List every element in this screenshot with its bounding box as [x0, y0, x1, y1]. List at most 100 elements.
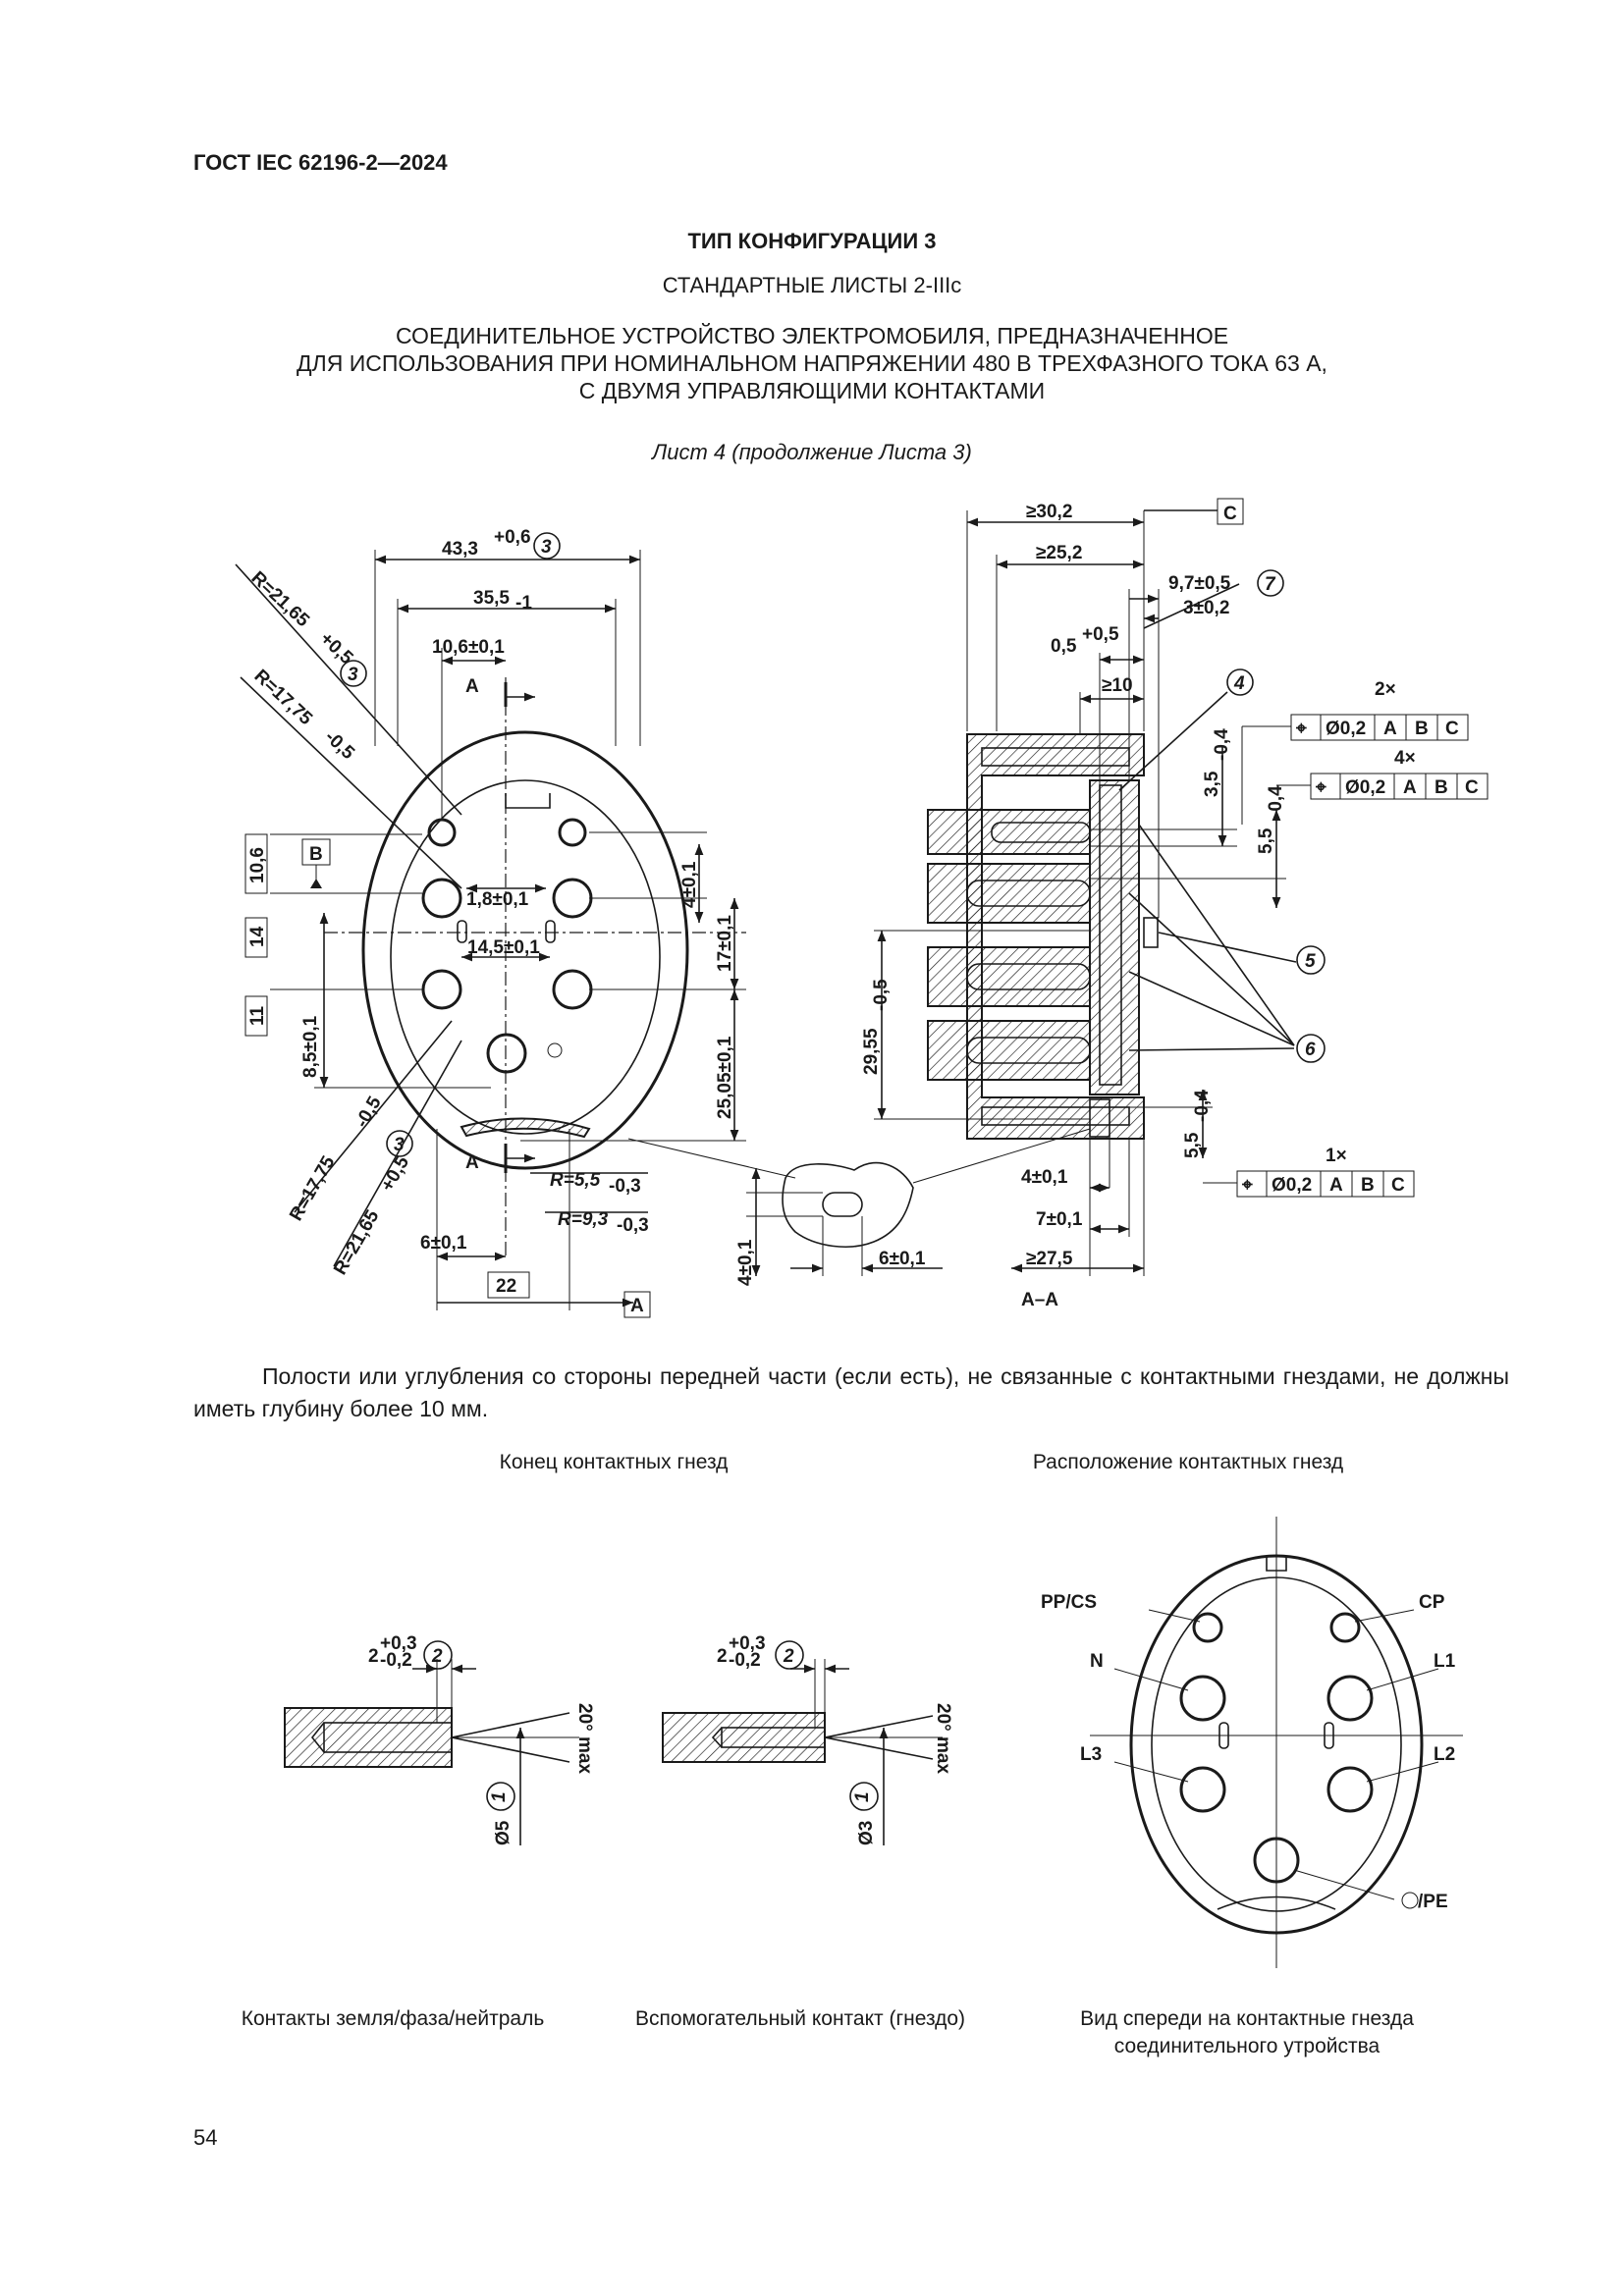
- tol-frame-1x: [1203, 1170, 1415, 1198]
- dim-6-detail: 6±0,1: [879, 1249, 926, 1269]
- dim-0-5-tol: +0,5: [1082, 624, 1119, 645]
- dim-5-5-bottom: 5,5: [1182, 1132, 1203, 1158]
- dim-10: ≥10: [1102, 675, 1133, 696]
- dim-r21-65-bottom: R=21,65: [330, 1206, 384, 1279]
- tol-c-1x: C: [1391, 1175, 1405, 1196]
- caption-pin-aux: Вспомогательный контакт (гнездо): [634, 2007, 966, 2030]
- hole-pe: [486, 1033, 527, 1074]
- outer-oval: [361, 730, 689, 1170]
- dim-r17-75-bottom: R=17,75: [286, 1152, 340, 1225]
- dim-3-5-tol: -0,4: [1212, 728, 1232, 761]
- sheet-number: Лист 4 (продолжение Листа 3): [652, 440, 972, 464]
- tol-frame-2x: [1241, 714, 1469, 825]
- section-a-top: A: [465, 676, 479, 697]
- dim-r17-75-top: R=17,75: [250, 666, 317, 729]
- pin1-callout-2: 2: [431, 1646, 443, 1667]
- earth-mark-icon: [547, 1042, 563, 1058]
- datum-c: C: [1223, 504, 1237, 524]
- callout-7: 7: [1265, 574, 1276, 595]
- callout-3-left: 3: [348, 665, 358, 685]
- dim-25-2: ≥25,2: [1036, 543, 1082, 563]
- pin1-dia: Ø5: [493, 1820, 514, 1845]
- box-14: 14: [247, 926, 268, 947]
- caption-front-line-2: соединительного утройства: [1113, 2035, 1380, 2057]
- caption-pin-main: Контакты земля/фаза/нейтраль: [241, 2007, 545, 2030]
- contact-layout: PP/CS CP N L1 L3 L2 /PE: [1041, 1517, 1463, 1968]
- pin2-angle: 20° max: [933, 1703, 953, 1774]
- pin1-d: 2: [368, 1646, 379, 1667]
- callout-5: 5: [1305, 951, 1316, 972]
- tol-sym-4x: ⌖: [1315, 777, 1326, 798]
- hole-l2: [552, 969, 593, 1010]
- front-face: [1089, 779, 1140, 1095]
- layout-pe: [1253, 1837, 1300, 1884]
- bottom-key-hatch: [460, 1117, 591, 1139]
- dim-35-5-tol: -1: [515, 593, 532, 614]
- tol-count-1x: 1×: [1326, 1146, 1347, 1166]
- dim-5-5-bottom-tol: -0,4: [1192, 1090, 1213, 1122]
- dim-17: 17±0,1: [715, 915, 735, 972]
- box-11: 11: [247, 1005, 268, 1026]
- hole-pp-cs: [427, 818, 457, 847]
- section-label: A–A: [1021, 1290, 1058, 1310]
- label-n: N: [1090, 1651, 1104, 1672]
- dim-43-3: 43,3: [442, 539, 478, 560]
- callout-6: 6: [1305, 1040, 1316, 1060]
- tol-a-4x: A: [1403, 777, 1417, 798]
- body-paragraph: Полости или углубления со стороны передн…: [193, 1363, 1509, 1421]
- tol-count-4x: 4×: [1394, 748, 1416, 769]
- dim-r21-65-top-tol: +0,5: [316, 628, 357, 668]
- caption-front-line-1: Вид спереди на контактные гнезда: [1080, 2007, 1414, 2030]
- dim-r5-5-tol: -0,3: [609, 1176, 641, 1197]
- tol-val-2x: Ø0,2: [1326, 719, 1366, 739]
- tol-c-4x: C: [1465, 777, 1479, 798]
- tol-count-2x: 2×: [1375, 679, 1396, 700]
- layout-l2: [1326, 1766, 1374, 1813]
- dim-r21-65-top: R=21,65: [247, 567, 314, 631]
- dim-35-5: 35,5: [473, 588, 510, 609]
- dim-5-5-top-tol: -0,4: [1266, 785, 1286, 818]
- dim-4: 4±0,1: [679, 861, 700, 908]
- tol-val-1x: Ø0,2: [1272, 1175, 1312, 1196]
- label-l1: L1: [1434, 1651, 1456, 1672]
- dim-14-5: 14,5±0,1: [467, 937, 540, 958]
- pin2-tol-up: +0,3: [729, 1633, 766, 1654]
- section-a-bottom: A: [465, 1152, 479, 1173]
- callout-4: 4: [1233, 673, 1245, 694]
- tol-c-2x: C: [1445, 719, 1459, 739]
- document-id: ГОСТ IEC 62196-2—2024: [193, 150, 448, 175]
- tol-a-2x: A: [1383, 719, 1397, 739]
- dim-5-5-top: 5,5: [1256, 828, 1276, 854]
- label-pp-cs: PP/CS: [1041, 1592, 1097, 1613]
- earth-icon: [1401, 1892, 1419, 1909]
- device-description: СОЕДИНИТЕЛЬНОЕ УСТРОЙСТВО ЭЛЕКТРОМОБИЛЯ,…: [0, 322, 1624, 404]
- layout-pp-cs: [1192, 1612, 1223, 1643]
- tol-b-1x: B: [1361, 1175, 1375, 1196]
- dim-43-3-tol: +0,6: [494, 527, 531, 548]
- tol-val-4x: Ø0,2: [1345, 777, 1385, 798]
- label-l3: L3: [1080, 1744, 1102, 1765]
- caption-contact-end: Конец контактных гнезд: [499, 1451, 729, 1473]
- hole-l3: [421, 969, 462, 1010]
- datum-a-box: A: [630, 1296, 644, 1316]
- dim-25-05: 25,05±0,1: [715, 1036, 735, 1119]
- tol-sym-2x: ⌖: [1295, 719, 1307, 739]
- layout-l3: [1179, 1766, 1226, 1813]
- layout-l1: [1326, 1675, 1374, 1722]
- callout-3-bottom: 3: [394, 1135, 405, 1155]
- pin2-dia: Ø3: [856, 1821, 877, 1845]
- description-line-3: С ДВУМЯ УПРАВЛЯЮЩИМИ КОНТАКТАМИ: [578, 378, 1046, 403]
- tol-b-2x: B: [1415, 719, 1429, 739]
- section-view: ≥30,2 C ≥25,2 9,7±0,5 7 3±0,2 0,5 +0,5 ≥…: [627, 498, 1489, 1310]
- tol-sym-1x: ⌖: [1241, 1175, 1253, 1196]
- slot-right: [545, 920, 556, 943]
- label-l2: L2: [1434, 1744, 1455, 1765]
- tol-b-4x: B: [1435, 777, 1448, 798]
- standard-sheets-title: СТАНДАРТНЫЕ ЛИСТЫ 2-IIIc: [662, 273, 962, 297]
- pin-detail-aux: 2 +0,3 -0,2 2 20° max 1 Ø3: [662, 1633, 953, 1845]
- box-10-6: 10,6: [247, 847, 268, 883]
- layout-cp: [1329, 1612, 1361, 1643]
- label-cp: CP: [1419, 1592, 1445, 1613]
- hole-l1: [552, 878, 593, 919]
